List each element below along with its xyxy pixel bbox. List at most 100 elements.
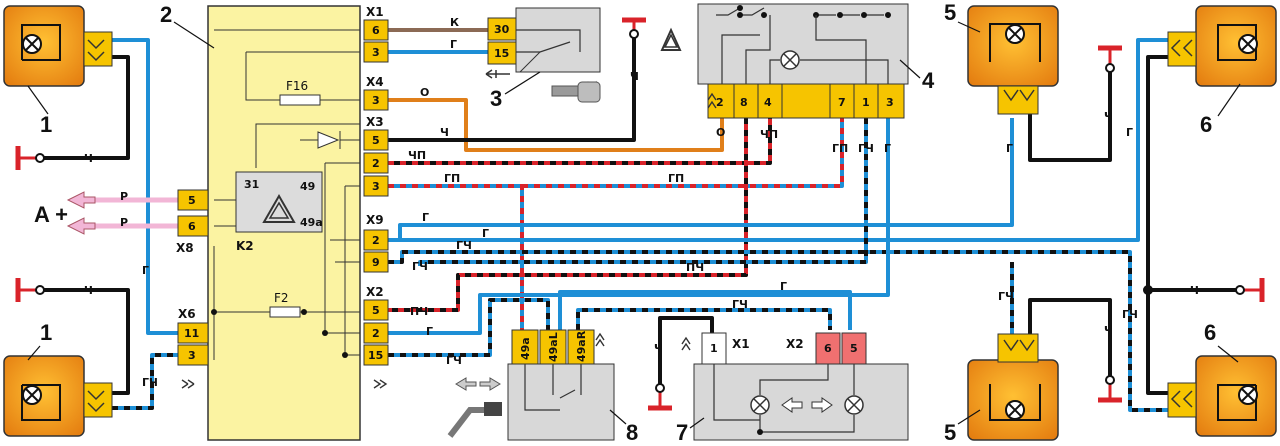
callout-7: 7	[676, 420, 688, 445]
wl-m7-ch: Ч	[654, 342, 663, 355]
fuse-f2-label: F2	[274, 291, 289, 305]
x3-pin-5: 5	[372, 134, 380, 147]
hz-pin-3: 3	[886, 96, 894, 109]
junction-dot	[1143, 285, 1153, 295]
x9-connector	[363, 229, 389, 273]
wire-hz3	[388, 118, 890, 335]
turn-signal-module	[693, 332, 909, 441]
hz-pin-8: 8	[740, 96, 748, 109]
wire-hz8	[388, 118, 748, 312]
wl-sw-chp: ЧП	[760, 128, 778, 141]
m7-x2-label: X2	[786, 337, 804, 351]
x9-label: X9	[366, 213, 384, 227]
wl-x1-6: К	[450, 16, 459, 29]
stalk-pin-49al: 49aL	[547, 332, 560, 362]
wl-x3-2: ЧП	[408, 149, 426, 162]
x8-connector	[177, 189, 209, 237]
wl-x2-2: Г	[426, 325, 433, 338]
wl-gnd-tl: Ч	[84, 152, 93, 165]
fuse-f16-label: F16	[286, 79, 308, 93]
wire-r6-top-ch	[1146, 55, 1190, 290]
x1-connector	[363, 19, 389, 63]
power-label: A +	[34, 202, 68, 227]
wire-x3-5	[388, 30, 636, 142]
wl-r-bot-ch: Ч	[1104, 324, 1113, 337]
wl-x4-3: О	[420, 86, 429, 99]
x9-pin-9: 9	[372, 256, 380, 269]
wire-bl-gch	[112, 353, 178, 410]
wire-r6-bot-ch	[1146, 290, 1190, 395]
wl-x9-2: Г	[422, 211, 429, 224]
x6-pin-11: 11	[184, 327, 199, 340]
callout-6-bottom: 6	[1204, 320, 1216, 345]
wire-x9-9-stripe	[388, 250, 1190, 412]
callout-1-top: 1	[40, 112, 52, 137]
callout-1-bottom: 1	[40, 320, 52, 345]
wire-49ar-stripe	[576, 308, 832, 330]
wl-mid-g: Г	[482, 227, 489, 240]
ground-symbol-r	[1235, 278, 1265, 302]
ground-symbol-top	[622, 17, 646, 39]
x4-label: X4	[366, 75, 384, 89]
x1-label: X1	[366, 5, 384, 19]
stalk-lever-icon	[447, 402, 502, 438]
x1-pin-6: 6	[372, 24, 380, 37]
x8-pin-5: 5	[188, 194, 196, 207]
wire-tl-gnd	[44, 55, 130, 160]
relay-pin-49: 49	[300, 180, 315, 193]
wl-x8-6: Р	[120, 216, 128, 229]
lamp-6-top	[1167, 5, 1277, 87]
wire-hz1-stripe	[420, 118, 868, 264]
lamp-6-bottom	[1167, 355, 1277, 437]
wl-mid-gp: ГП	[668, 172, 684, 185]
ign-pin-30: 30	[494, 23, 510, 36]
callout-6-top: 6	[1200, 112, 1212, 137]
wl-r-g: Г	[1126, 126, 1133, 139]
wl-sw-g: Г	[884, 142, 891, 155]
x6-connector	[177, 322, 209, 366]
wl-x2-5: ПЧ	[410, 305, 428, 318]
x3-pin-3: 3	[372, 180, 380, 193]
callout-2: 2	[160, 2, 172, 27]
lamp-5-bottom	[967, 333, 1059, 441]
wire-49al	[558, 290, 852, 330]
callout-5-bottom: 5	[944, 420, 956, 445]
wl-gnd-bl: Ч	[84, 284, 93, 297]
hz-pin-2: 2	[716, 96, 724, 109]
callout-3: 3	[490, 86, 502, 111]
wl-mid-g2: Г	[780, 280, 787, 293]
relay-pin-49a: 49a	[300, 216, 323, 229]
m7-x2-pin-6: 6	[824, 342, 832, 355]
ground-symbol-bl	[15, 278, 45, 302]
x2-pin-2: 2	[372, 327, 380, 340]
wl-bl-gch: ГЧ	[142, 376, 158, 389]
wl-r-gch: ГЧ	[1122, 308, 1138, 321]
x2-pin-15: 15	[368, 349, 383, 362]
m7-x2-pin-5: 5	[850, 342, 858, 355]
m7-x1-pin: 1	[710, 342, 718, 355]
wl-x8-5: Р	[120, 190, 128, 203]
wire-hz8-stripe	[388, 118, 748, 312]
wl-sw-o: О	[716, 126, 725, 139]
mounting-block	[207, 5, 361, 441]
stalk-pin-49ar: 49aR	[575, 330, 588, 362]
callout-8: 8	[626, 420, 638, 445]
ground-symbol-m7	[648, 383, 672, 411]
wire-x9-2b	[400, 38, 1190, 242]
wl-mid-gch2: ГЧ	[732, 298, 748, 311]
wl-r-bot-gch: ГЧ	[998, 290, 1014, 303]
x6-pin-3: 3	[188, 349, 196, 362]
wl-gnd-top: Ч	[630, 70, 639, 83]
x2-pin-5: 5	[372, 304, 380, 317]
hazard-switch	[660, 3, 909, 119]
wire-m7-gnd	[658, 316, 714, 388]
x2-label: X2	[366, 285, 384, 299]
x6-label: X6	[178, 307, 196, 321]
plug-arrow-icon	[485, 69, 510, 79]
wl-r-ch: Ч	[1190, 284, 1199, 297]
wire-r5-bot-ch	[1028, 298, 1112, 380]
ground-symbol-tl	[15, 146, 45, 170]
wl-sw-gch: ГЧ	[858, 142, 874, 155]
hz-pin-7: 7	[838, 96, 846, 109]
x8-pin-6: 6	[188, 220, 196, 233]
